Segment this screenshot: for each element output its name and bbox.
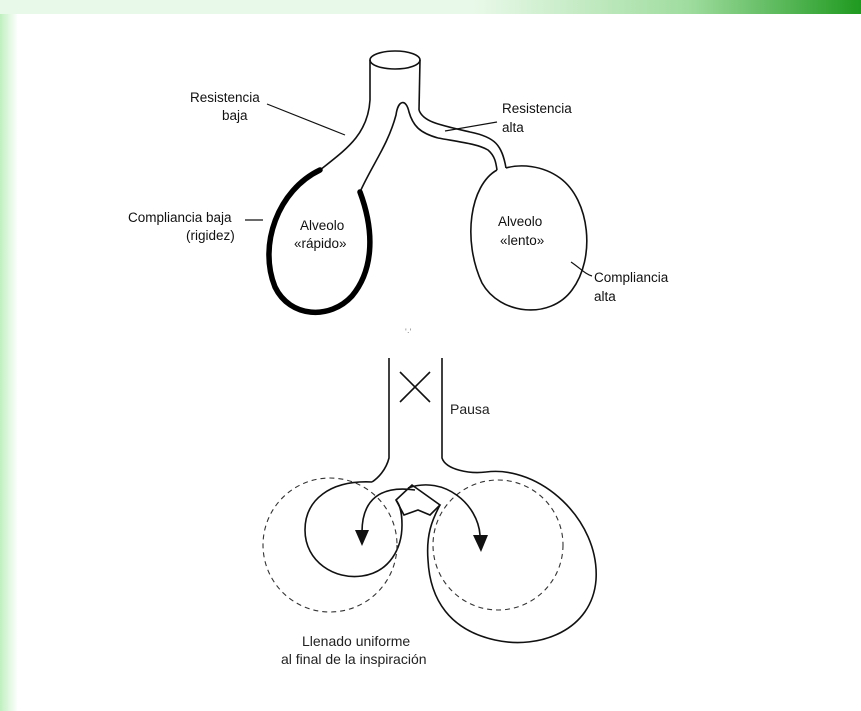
right-alveolus-dashed bbox=[433, 480, 563, 610]
bottom-trachea-left bbox=[372, 358, 389, 482]
caption-line-1: Llenado uniforme bbox=[302, 633, 410, 649]
label-low-compliance-1: Compliancia baja bbox=[128, 210, 232, 225]
fast-alveolus-label-1: Alveolo bbox=[300, 218, 344, 233]
flow-arrow-left bbox=[362, 489, 415, 532]
label-low-resistance-2: baja bbox=[222, 108, 248, 123]
slow-alveolus-label-1: Alveolo bbox=[498, 214, 542, 229]
label-high-compliance-2: alta bbox=[594, 289, 616, 304]
pause-label: Pausa bbox=[450, 401, 490, 417]
slow-alveolus-label-2: «lento» bbox=[500, 233, 544, 248]
left-alveolus-solid bbox=[305, 482, 402, 577]
carina bbox=[360, 103, 438, 192]
trachea-opening bbox=[370, 51, 420, 69]
bottom-diagram: Pausa Llenado uniforme al final de la in… bbox=[263, 358, 596, 667]
top-diagram: Resistencia baja Resistencia alta Compli… bbox=[128, 51, 669, 337]
trachea-right-wall bbox=[419, 60, 420, 110]
flow-arrowhead-left bbox=[355, 530, 369, 546]
right-alveolus-solid bbox=[428, 471, 597, 642]
label-low-resistance-1: Resistencia bbox=[190, 90, 260, 105]
stray-mark: '·' bbox=[405, 327, 412, 337]
label-high-resistance-1: Resistencia bbox=[502, 101, 572, 116]
caption-line-2: al final de la inspiración bbox=[281, 651, 427, 667]
left-alveolus-dashed bbox=[263, 478, 397, 612]
narrow-bronchus-lower bbox=[438, 138, 497, 170]
label-low-compliance-2: (rigidez) bbox=[186, 228, 235, 243]
leader-low-resistance bbox=[267, 104, 345, 135]
leader-high-resistance bbox=[445, 122, 497, 131]
fast-alveolus-label-2: «rápido» bbox=[294, 236, 347, 251]
trachea-left-wall bbox=[320, 60, 370, 170]
flow-arrowhead-right bbox=[473, 535, 488, 552]
label-high-resistance-2: alta bbox=[502, 120, 524, 135]
narrow-bronchus-upper bbox=[419, 110, 506, 168]
label-high-compliance-1: Compliancia bbox=[594, 270, 669, 285]
